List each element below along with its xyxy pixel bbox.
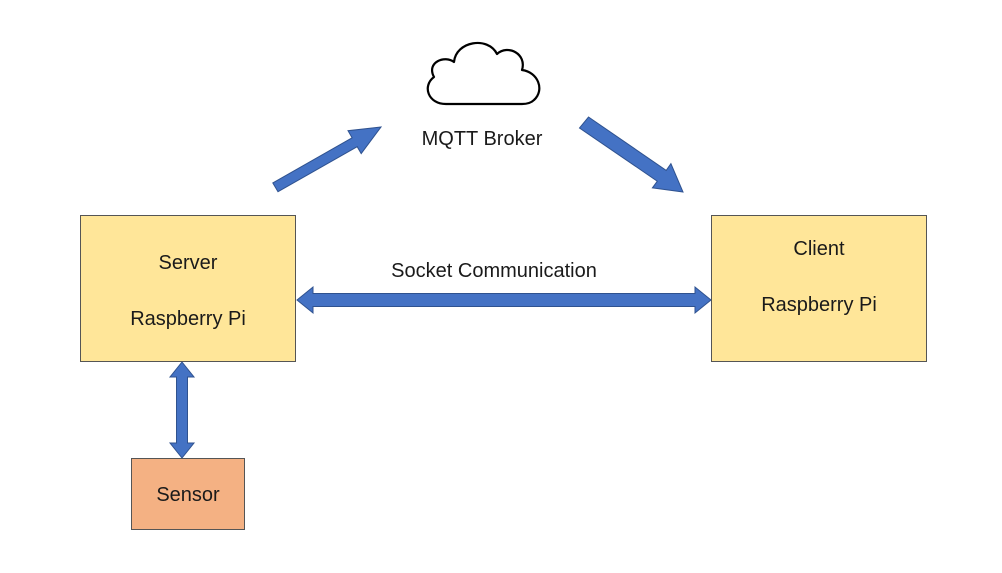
arrow-broker-to-client xyxy=(578,116,684,193)
arrow-server-sensor xyxy=(168,361,196,459)
client-subtitle: Raspberry Pi xyxy=(761,294,877,316)
sensor-node: Sensor xyxy=(131,458,245,530)
client-node: Client Raspberry Pi xyxy=(711,215,927,362)
socket-label: Socket Communication xyxy=(391,260,597,282)
broker-label: MQTT Broker xyxy=(421,128,543,150)
arrow-server-to-broker xyxy=(272,126,383,193)
client-title: Client xyxy=(793,238,845,260)
cloud-icon xyxy=(426,41,541,106)
server-title: Server xyxy=(158,252,218,274)
server-node: Server Raspberry Pi xyxy=(80,215,296,362)
arrow-socket-communication xyxy=(296,285,712,315)
sensor-title: Sensor xyxy=(156,484,220,506)
server-subtitle: Raspberry Pi xyxy=(130,308,246,330)
